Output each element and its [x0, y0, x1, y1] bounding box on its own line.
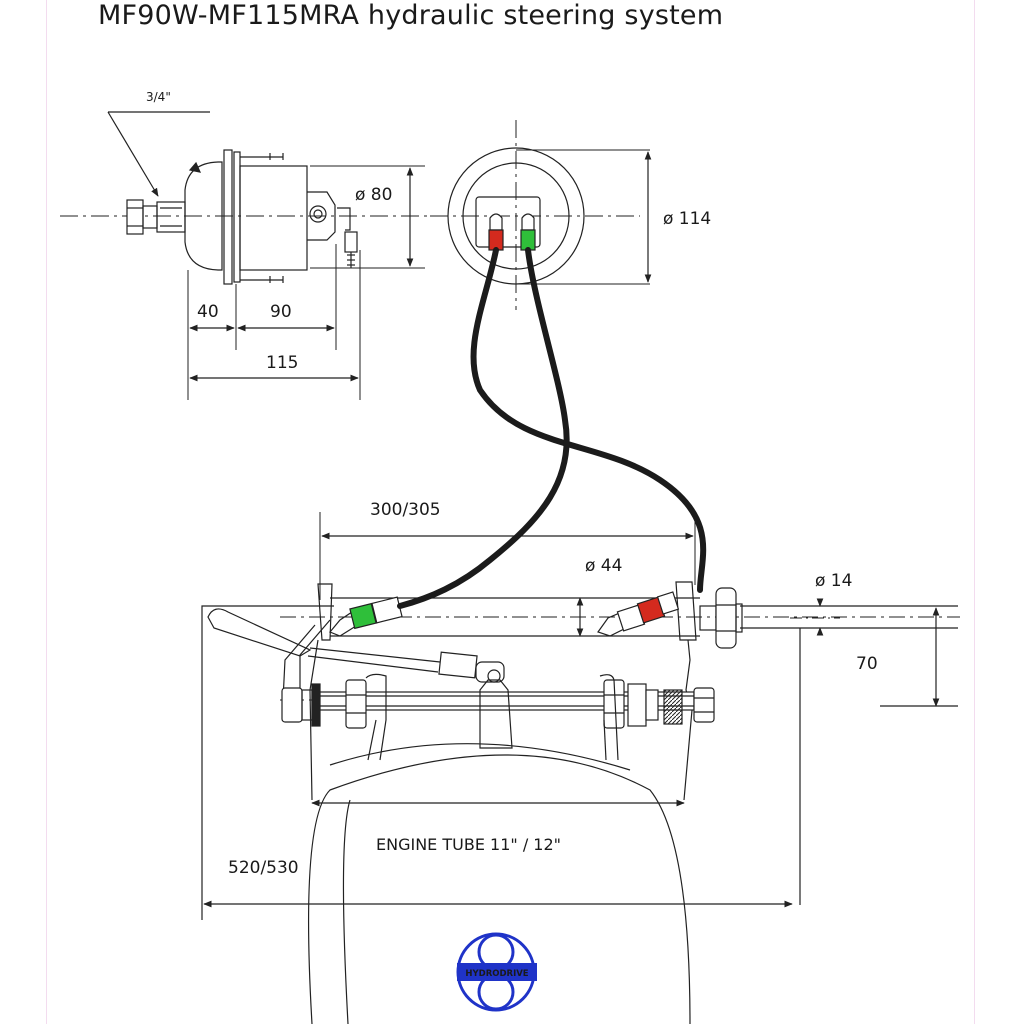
- page-border-left: [46, 0, 47, 1024]
- cylinder-fitting-left: [329, 596, 403, 637]
- hydraulic-hoses: [397, 247, 707, 609]
- thread-size-label: 3/4": [146, 90, 171, 104]
- engine-outline: [201, 598, 958, 1024]
- engine-tube-label: ENGINE TUBE 11" / 12": [376, 835, 561, 854]
- dimension-115: 115: [266, 353, 298, 373]
- logo-text: HYDRODRIVE: [465, 969, 528, 979]
- cylinder-fitting-right: [597, 591, 680, 637]
- helm-pump-side-view: [60, 111, 440, 400]
- dimension-dia-14: ø 14: [815, 571, 852, 591]
- page-border-right: [974, 0, 975, 1024]
- dimension-dia-114: ø 114: [663, 209, 711, 229]
- helm-pump-rear-view: [430, 120, 652, 310]
- dimension-dia-44: ø 44: [585, 556, 622, 576]
- dimension-520-530: 520/530: [228, 858, 299, 878]
- dimension-dia-80: ø 80: [355, 185, 392, 205]
- dimension-90: 90: [270, 302, 292, 322]
- hydrodrive-logo: HYDRODRIVE: [456, 932, 537, 1012]
- dimension-300-305: 300/305: [370, 500, 441, 520]
- steering-cylinder: [207, 512, 960, 807]
- pump-fittings: [488, 213, 536, 251]
- dimension-40: 40: [197, 302, 219, 322]
- page-title: MF90W-MF115MRA hydraulic steering system: [98, 0, 724, 31]
- dimension-70: 70: [856, 654, 878, 674]
